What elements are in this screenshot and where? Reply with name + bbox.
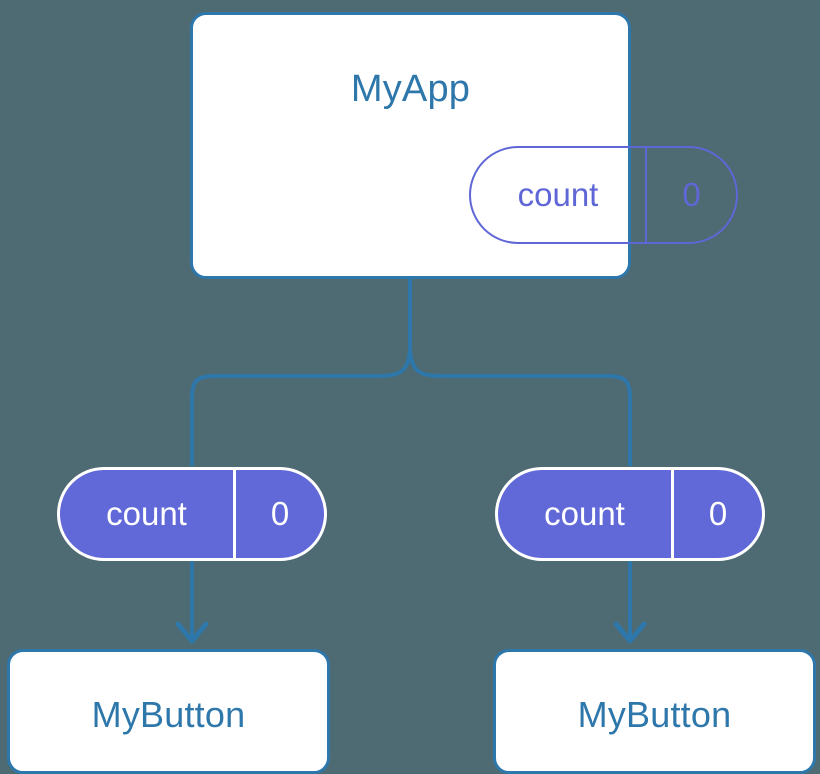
connector-branch-right xyxy=(408,344,632,466)
arrow-head-left-icon xyxy=(175,621,209,644)
state-pill-right[interactable]: count 0 xyxy=(495,467,765,561)
state-key-label: count xyxy=(60,470,236,558)
component-card-mybutton-left[interactable]: MyButton xyxy=(7,649,330,774)
component-card-myapp[interactable]: MyApp count 0 xyxy=(190,12,738,279)
state-key-label: count xyxy=(498,470,674,558)
state-value-label: 0 xyxy=(708,495,728,532)
component-title-myapp: MyApp xyxy=(350,68,471,110)
state-value-label: 0 xyxy=(682,176,701,213)
state-pill-myapp[interactable]: count 0 xyxy=(469,146,738,244)
state-key-label: count xyxy=(471,148,647,242)
state-pill-left[interactable]: count 0 xyxy=(57,467,327,561)
state-value-label: 0 xyxy=(270,495,290,532)
arrow-head-right-icon xyxy=(613,621,647,644)
component-title-mybutton-left: MyButton xyxy=(91,694,246,735)
component-title-mybutton-right: MyButton xyxy=(577,694,732,735)
connector-branch-left xyxy=(190,344,412,466)
component-card-mybutton-right[interactable]: MyButton xyxy=(493,649,816,774)
